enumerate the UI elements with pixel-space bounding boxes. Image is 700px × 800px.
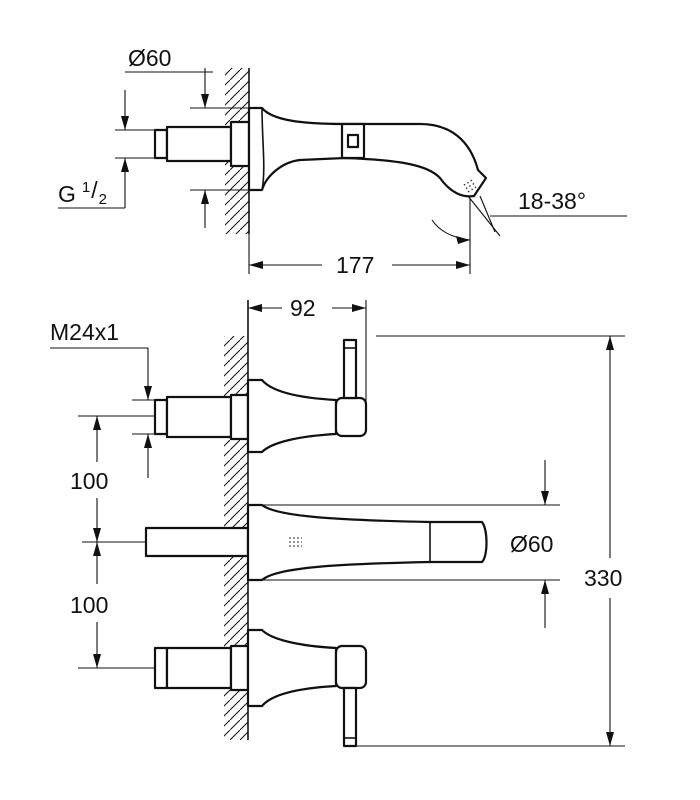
pipe-top bbox=[165, 125, 233, 163]
angle-line-2 bbox=[479, 195, 496, 233]
dia-arrow-lower bbox=[201, 190, 209, 204]
swivel-angle-label: 18-38° bbox=[518, 188, 586, 214]
valve-pipe-end-lower bbox=[153, 646, 169, 690]
valve-handle-hub-upper bbox=[334, 396, 368, 438]
proj-arrow-left bbox=[249, 261, 263, 269]
handle-projection-label: 92 bbox=[290, 295, 316, 321]
m24-arrow-upper bbox=[144, 386, 152, 400]
rosette-flange-top bbox=[229, 120, 251, 168]
pipe-end-top bbox=[153, 128, 169, 160]
spout-pipe bbox=[144, 526, 250, 558]
valve-lever-lower bbox=[342, 686, 358, 748]
bottom-front-view: 92 Ø60 bbox=[50, 295, 625, 748]
spout-body-front bbox=[246, 503, 488, 582]
spout-body-top bbox=[247, 106, 488, 198]
brand-logo bbox=[288, 536, 302, 548]
spacing-arrow-4 bbox=[93, 654, 101, 668]
height-arrow-top bbox=[606, 336, 614, 350]
spacing-arrow-1 bbox=[93, 416, 101, 430]
handle-proj-arrow-left bbox=[248, 304, 262, 312]
outlet-diameter-label: Ø60 bbox=[128, 45, 171, 71]
valve-rosette-upper bbox=[229, 393, 250, 441]
height-arrow-bottom bbox=[606, 732, 614, 746]
spout-dia-arrow-upper bbox=[541, 491, 549, 505]
spout-dia-arrow-lower bbox=[541, 580, 549, 594]
escutcheon-edge-top bbox=[261, 107, 265, 191]
spacing-arrow-2 bbox=[93, 528, 101, 542]
spacing-arrow-3 bbox=[93, 542, 101, 556]
valve-pipe-upper bbox=[165, 395, 233, 439]
angle-arrow bbox=[456, 236, 470, 244]
angle-line-1 bbox=[467, 195, 501, 237]
thread-arrow-lower bbox=[121, 158, 129, 172]
valve-rosette-lower bbox=[229, 644, 250, 692]
aerator bbox=[461, 177, 479, 195]
spacing-upper-label: 100 bbox=[70, 468, 108, 494]
spout-diameter-label: Ø60 bbox=[510, 531, 553, 557]
valve-pipe-lower bbox=[165, 646, 233, 690]
handle-proj-arrow-right bbox=[352, 304, 366, 312]
spout-collar-slot bbox=[346, 133, 360, 149]
connection-thread-label: M24x1 bbox=[50, 319, 119, 345]
spacing-lower-label: 100 bbox=[70, 592, 108, 618]
dia-arrow-upper bbox=[201, 94, 209, 108]
angle-arc bbox=[431, 219, 471, 241]
valve-body-upper bbox=[246, 378, 338, 454]
valve-lever-upper bbox=[342, 338, 358, 400]
thread-arrow-upper bbox=[121, 116, 129, 130]
total-height-label: 330 bbox=[584, 565, 622, 591]
valve-handle-hub-lower bbox=[334, 644, 368, 690]
valve-body-lower bbox=[246, 628, 338, 708]
spout-projection-label: 177 bbox=[336, 252, 374, 278]
m24-arrow-lower bbox=[144, 434, 152, 448]
valve-pipe-end-upper bbox=[153, 398, 169, 436]
proj-arrow-right bbox=[456, 261, 470, 269]
